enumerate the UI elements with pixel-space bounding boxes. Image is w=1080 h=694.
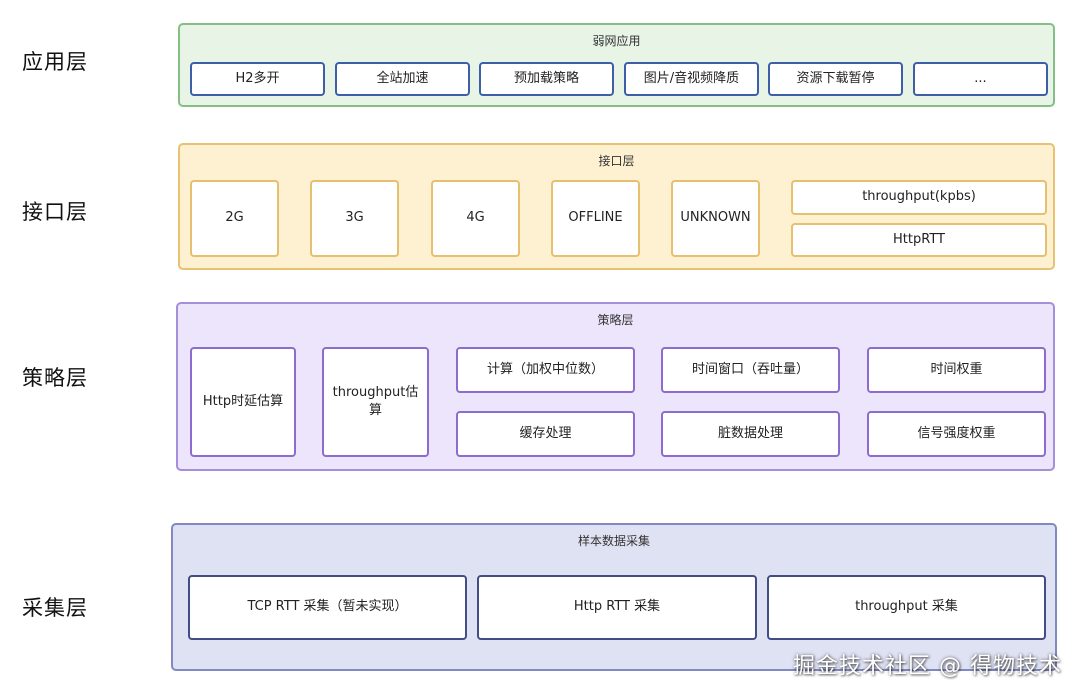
app-item-more: ... [913,62,1048,96]
strategy-layer-panel: 策略层 Http时延估算 throughput估算 计算（加权中位数） 时间窗口… [176,302,1055,471]
strategy-dirty-data-handling: 脏数据处理 [661,411,840,457]
app-item-preload: 预加载策略 [479,62,614,96]
layer-label-interface: 接口层 [22,200,88,224]
interface-item-unknown: UNKNOWN [671,180,760,257]
layer-label-collection: 采集层 [22,596,88,620]
interface-layer-title: 接口层 [598,154,635,168]
strategy-layer-title: 策略层 [597,313,634,327]
strategy-signal-strength-weight: 信号强度权重 [867,411,1046,457]
strategy-time-weight: 时间权重 [867,347,1046,393]
interface-layer-panel: 接口层 2G 3G 4G OFFLINE UNKNOWN throughput(… [178,143,1055,270]
app-item-h2: H2多开 [190,62,325,96]
watermark-text: 掘金技术社区 @ 得物技术 [793,654,1062,679]
app-item-site-accel: 全站加速 [335,62,470,96]
collection-layer-panel: 样本数据采集 TCP RTT 采集（暂未实现） Http RTT 采集 thro… [171,523,1057,671]
interface-item-2g: 2G [190,180,279,257]
collection-tcp-rtt: TCP RTT 采集（暂未实现） [188,575,467,640]
strategy-time-window: 时间窗口（吞吐量） [661,347,840,393]
interface-item-offline: OFFLINE [551,180,640,257]
app-layer-panel: 弱网应用 H2多开 全站加速 预加载策略 图片/音视频降质 资源下载暂停 ... [178,23,1055,107]
interface-metric-throughput: throughput(kpbs) [791,180,1047,215]
layer-label-strategy: 策略层 [22,366,88,390]
strategy-throughput-estimate: throughput估算 [322,347,429,457]
collection-layer-title: 样本数据采集 [577,534,650,548]
strategy-weighted-median: 计算（加权中位数） [456,347,635,393]
strategy-cache-handling: 缓存处理 [456,411,635,457]
interface-metric-httprtt: HttpRTT [791,223,1047,257]
app-item-media-degrade: 图片/音视频降质 [624,62,759,96]
app-layer-title: 弱网应用 [592,34,641,48]
strategy-http-latency-estimate: Http时延估算 [190,347,296,457]
interface-item-3g: 3G [310,180,399,257]
app-item-download-pause: 资源下载暂停 [768,62,903,96]
collection-http-rtt: Http RTT 采集 [477,575,757,640]
collection-throughput: throughput 采集 [767,575,1046,640]
interface-item-4g: 4G [431,180,520,257]
layer-label-app: 应用层 [22,50,88,74]
